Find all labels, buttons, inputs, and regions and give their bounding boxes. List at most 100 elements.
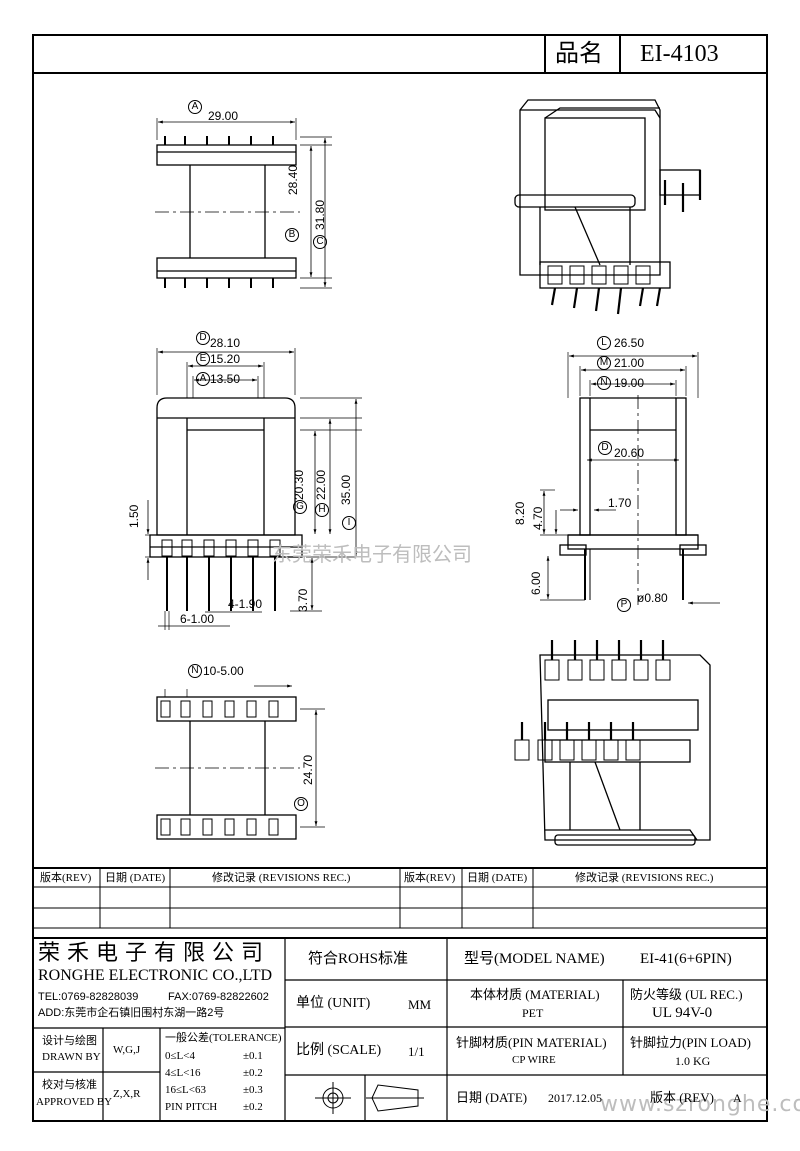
dim-u-height: 4.70 xyxy=(531,506,545,530)
material-value: PET xyxy=(522,1006,544,1020)
rohs-label: 符合ROHS标准 xyxy=(308,951,409,967)
balloon-f: A xyxy=(196,372,210,386)
dim-t-height: 8.20 xyxy=(513,501,527,525)
rev-header-2: 版本(REV) xyxy=(404,872,456,884)
dim-d-width: 28.10 xyxy=(210,336,241,350)
tolerance-range-3: 16≤L<63 xyxy=(165,1084,206,1096)
model-value: EI-41(6+6PIN) xyxy=(640,951,732,967)
tolerance-value-4: ±0.2 xyxy=(243,1101,263,1113)
balloon-n: N xyxy=(188,664,202,678)
bottom-view xyxy=(155,684,325,840)
title-block-grid xyxy=(33,937,767,1121)
balloon-s: D xyxy=(598,441,612,455)
model-label: 型号(MODEL NAME) xyxy=(464,951,605,967)
company-address: ADD:东莞市企石镇旧围村东湖一路2号 xyxy=(38,1007,225,1019)
tolerance-range-4: PIN PITCH xyxy=(165,1101,218,1113)
part-name-label: 品名 xyxy=(555,41,603,67)
dim-r-width: 19.00 xyxy=(614,376,645,390)
balloon-d: D xyxy=(196,331,210,345)
balloon-h: H xyxy=(315,503,329,517)
tolerance-value-2: ±0.2 xyxy=(243,1067,263,1079)
rev-header-1: 版本(REV) xyxy=(40,872,92,884)
dim-j-flange: 1.50 xyxy=(127,504,141,528)
part-name-value: EI-4103 xyxy=(640,41,719,67)
balloon-r: N xyxy=(597,376,611,390)
watermark-url: www.szronghe.com xyxy=(600,1092,800,1117)
balloon-a: A xyxy=(188,100,202,114)
balloon-b: B xyxy=(285,228,299,242)
scale-value: 1/1 xyxy=(408,1044,425,1059)
pin-material-value: CP WIRE xyxy=(512,1054,556,1066)
dim-w-pin-length: 6.00 xyxy=(529,571,543,595)
balloon-i: I xyxy=(342,516,356,530)
approved-by-cn: 校对与核准 xyxy=(42,1079,97,1091)
header-box xyxy=(33,35,767,74)
unit-label: 单位 (UNIT) xyxy=(296,996,371,1011)
dim-h-height: 22.00 xyxy=(314,469,328,500)
dim-q-width: 21.00 xyxy=(614,356,645,370)
company-name-en: RONGHE ELECTRONIC CO.,LTD xyxy=(38,967,273,984)
balloon-o: O xyxy=(294,797,308,811)
date-header-2: 日期 (DATE) xyxy=(467,872,528,884)
balloon-e: E xyxy=(196,352,210,366)
dim-l-pin-pitch: 4-1.90 xyxy=(228,597,263,611)
tolerance-value-1: ±0.1 xyxy=(243,1050,263,1062)
watermark-company: 东莞荣禾电子有限公司 xyxy=(272,542,472,566)
revision-value: A xyxy=(733,1091,742,1105)
revision-table-grid xyxy=(33,867,767,929)
company-fax: FAX:0769-82822602 xyxy=(168,991,269,1003)
fire-rating-value: UL 94V-0 xyxy=(652,1005,713,1021)
pin-material-label: 针脚材质(PIN MATERIAL) xyxy=(456,1035,607,1050)
dim-k-pin-length: 3.70 xyxy=(296,588,310,612)
drawn-by-cn: 设计与绘图 xyxy=(42,1035,97,1047)
approved-by-en: APPROVED BY xyxy=(36,1096,113,1108)
revision-label: 版本 (REV) xyxy=(650,1090,714,1105)
tolerance-range-1: 0≤L<4 xyxy=(165,1050,195,1062)
dim-g-height: 20.30 xyxy=(292,469,306,500)
projection-symbol-icon xyxy=(315,1082,424,1114)
dim-a-width: 29.00 xyxy=(208,109,239,123)
balloon-g: G xyxy=(293,500,307,514)
scale-label: 比例 (SCALE) xyxy=(296,1043,382,1058)
dim-b-height: 28.40 xyxy=(286,164,300,195)
dim-n-pitch: 10-5.00 xyxy=(203,664,244,678)
pin-load-label: 针脚拉力(PIN LOAD) xyxy=(630,1035,751,1050)
drawn-by-value: W,G,J xyxy=(113,1044,141,1056)
drawing-border xyxy=(32,34,768,1122)
date-header-1: 日期 (DATE) xyxy=(105,872,166,884)
dim-i-height: 35.00 xyxy=(339,474,353,505)
dim-s-width: 20.60 xyxy=(614,446,645,460)
dim-o-row-distance: 24.70 xyxy=(301,754,315,785)
dim-x-pin-dia: ø0.80 xyxy=(637,591,668,605)
approved-by-value: Z,X,R xyxy=(113,1088,141,1100)
unit-value: MM xyxy=(408,997,432,1012)
date-value: 2017.12.05 xyxy=(548,1091,602,1105)
tolerance-value-3: ±0.3 xyxy=(243,1084,263,1096)
company-tel: TEL:0769-82828039 xyxy=(38,991,139,1003)
fire-rating-label: 防火等级 (UL REC.) xyxy=(630,987,743,1002)
rec-header-2: 修改记录 (REVISIONS REC.) xyxy=(575,872,714,884)
material-label: 本体材质 (MATERIAL) xyxy=(470,987,600,1002)
top-view xyxy=(155,118,332,289)
balloon-q: M xyxy=(597,356,611,370)
company-name-cn: 荣禾电子有限公司 xyxy=(38,940,271,965)
balloon-x: P xyxy=(617,598,631,612)
drawn-by-en: DRAWN BY xyxy=(42,1051,101,1063)
dim-c-height: 31.80 xyxy=(313,199,327,230)
balloon-c: C xyxy=(313,235,327,249)
pin-load-value: 1.0 KG xyxy=(675,1054,711,1068)
dim-m-pin-dia: 6-1.00 xyxy=(180,612,215,626)
balloon-p: L xyxy=(597,336,611,350)
dim-v-offset: 1.70 xyxy=(608,496,632,510)
side-view xyxy=(540,352,720,605)
isometric-view-bottom xyxy=(514,640,711,846)
rec-header-1: 修改记录 (REVISIONS REC.) xyxy=(212,872,351,884)
isometric-view-top xyxy=(514,99,702,315)
dim-p-width: 26.50 xyxy=(614,336,645,350)
tolerance-title: 一般公差(TOLERANCE) xyxy=(165,1032,282,1044)
tolerance-range-2: 4≤L<16 xyxy=(165,1067,201,1079)
dim-e-width: 15.20 xyxy=(210,352,241,366)
front-view xyxy=(145,348,362,630)
dim-f-width: 13.50 xyxy=(210,372,241,386)
